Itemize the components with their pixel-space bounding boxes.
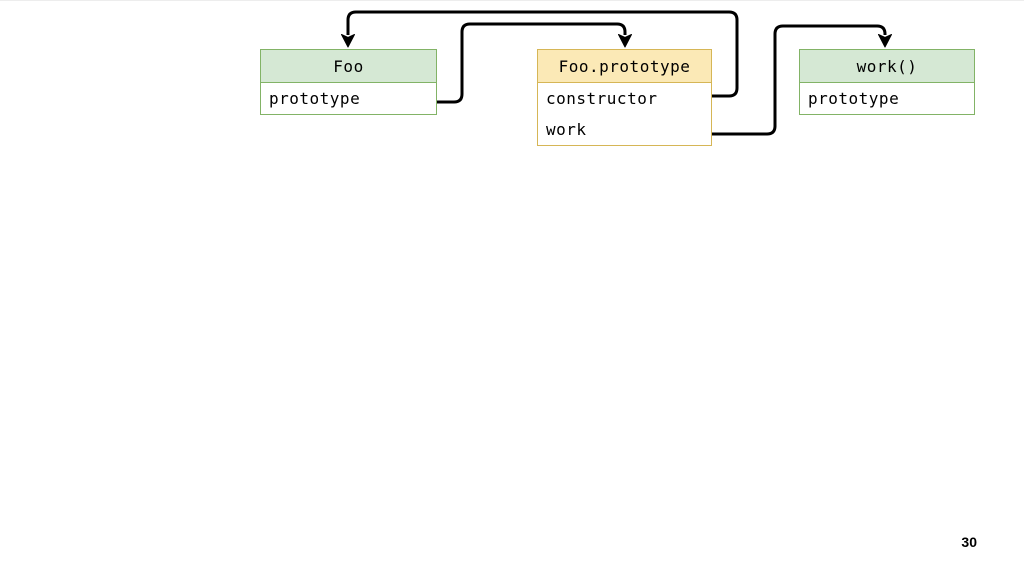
class-box-foo-row-prototype: prototype [269,89,361,108]
class-box-foo-prototype-row-constructor: constructor [546,89,658,108]
class-box-foo: Foo prototype [260,49,437,115]
class-box-foo-prototype-title: Foo.prototype [538,50,711,83]
class-box-work-fn: work() prototype [799,49,975,115]
class-box-foo-title: Foo [261,50,436,83]
class-box-foo-prototype: Foo.prototype constructor work [537,49,712,146]
class-box-work-fn-row-prototype: prototype [808,89,900,108]
class-box-work-fn-title: work() [800,50,974,83]
class-box-foo-prototype-row-work: work [546,120,587,139]
page-number: 30 [961,534,977,550]
